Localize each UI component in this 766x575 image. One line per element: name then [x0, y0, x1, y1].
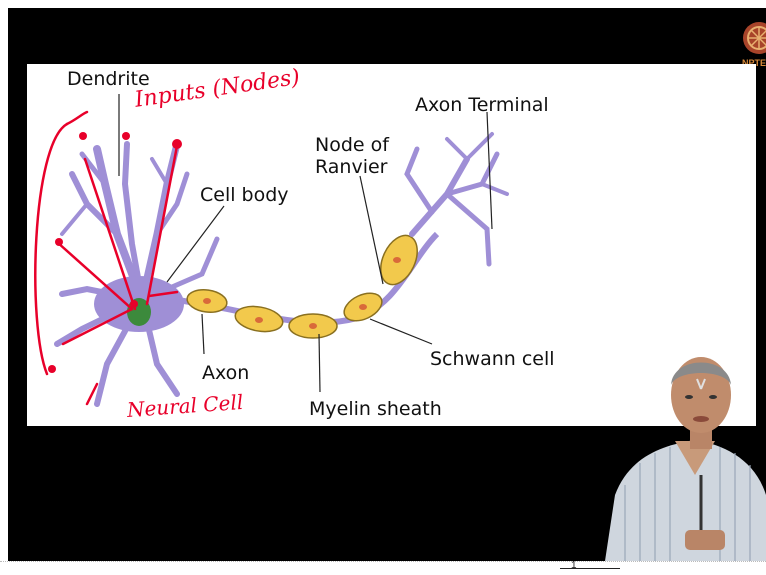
page-number: 1: [571, 560, 577, 571]
bottom-strip: [0, 561, 766, 575]
label-axon-terminal: Axon Terminal: [415, 94, 549, 116]
label-schwann-cell: Schwann cell: [430, 348, 555, 370]
label-node-of-ranvier-2: Ranvier: [315, 156, 388, 178]
label-node-of-ranvier-1: Node of: [315, 134, 389, 156]
label-cell-body: Cell body: [200, 184, 289, 206]
presenter-video: [605, 345, 766, 561]
page-divider: [560, 568, 620, 569]
nptel-logo: NPTEL: [737, 8, 766, 70]
label-myelin-sheath: Myelin sheath: [309, 398, 442, 420]
label-axon: Axon: [202, 362, 249, 384]
